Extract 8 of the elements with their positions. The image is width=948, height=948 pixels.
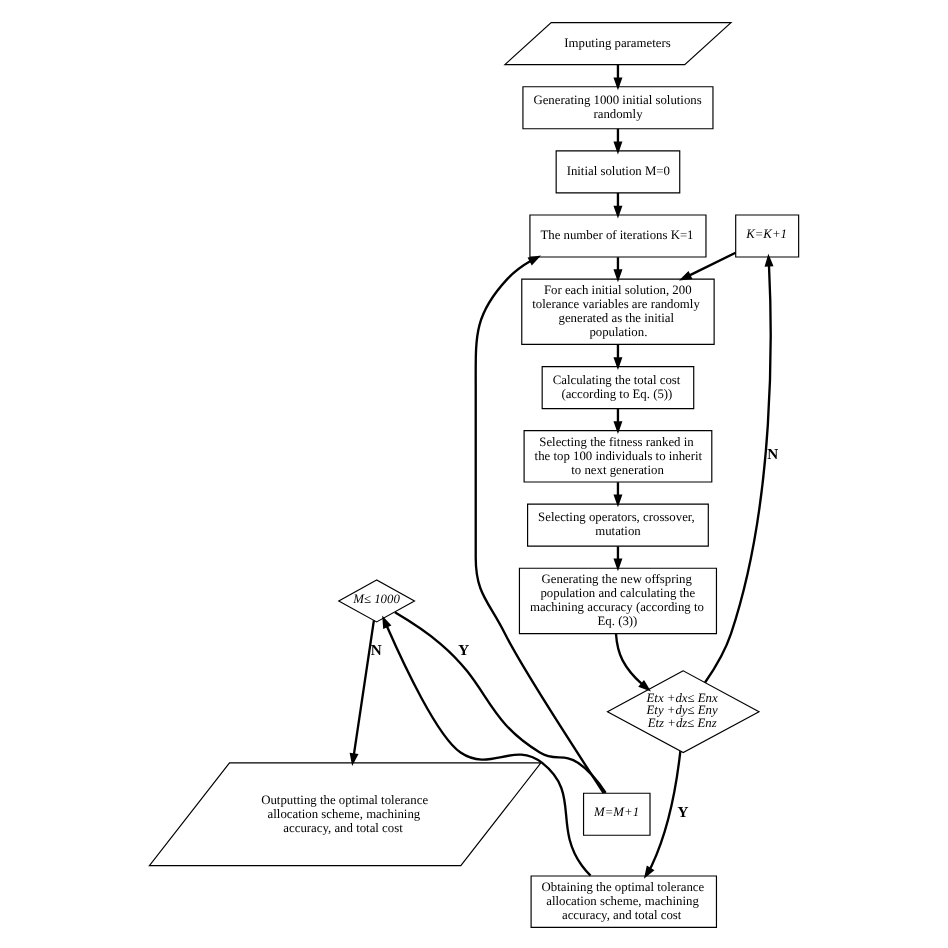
arrow	[382, 614, 592, 876]
arrow	[643, 749, 682, 878]
arrow	[614, 632, 651, 691]
arrow	[678, 250, 737, 280]
connector	[394, 610, 607, 793]
arrow	[704, 252, 774, 683]
arrow	[349, 619, 376, 766]
arrow	[474, 254, 605, 793]
